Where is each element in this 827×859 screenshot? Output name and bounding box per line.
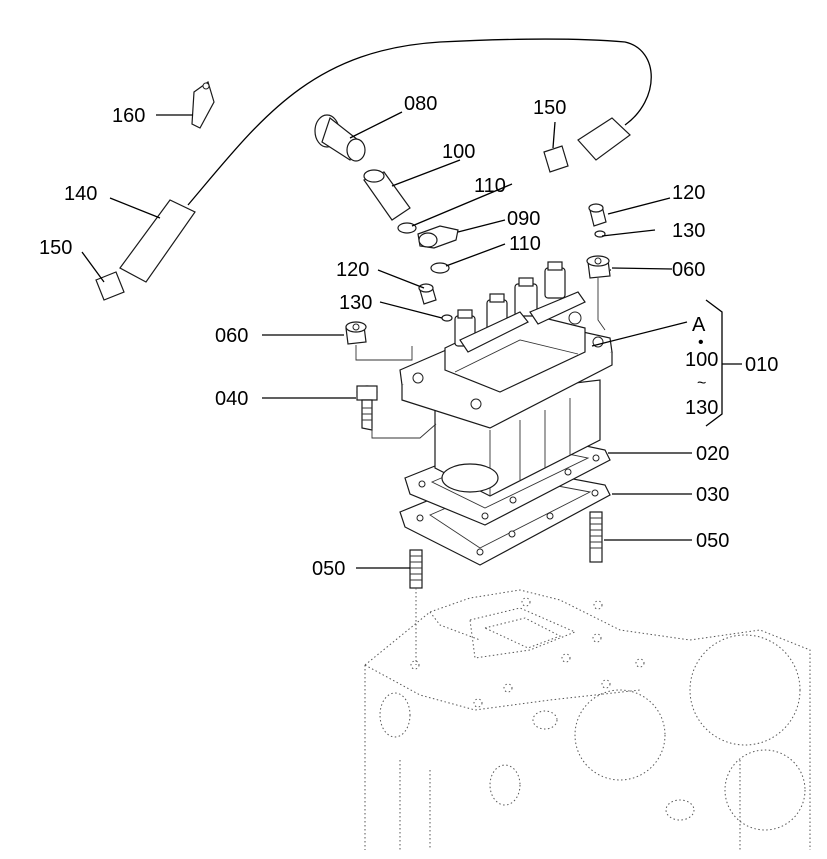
nut-060-right-shape	[586, 255, 611, 279]
fuel-pipe-140-shape	[95, 38, 652, 301]
callout-140: 140	[64, 183, 97, 205]
screw-120-left-shape	[418, 283, 453, 322]
callout-130-right: 130	[672, 220, 705, 242]
bolt-040-shape	[356, 385, 378, 431]
assembly-range-end: 130	[685, 397, 718, 419]
banjo-bolt-080-shape	[314, 114, 366, 162]
callout-110-a: 110	[474, 175, 506, 197]
engine-block	[364, 589, 811, 850]
callout-110-b: 110	[509, 233, 541, 255]
leader-lines	[81, 111, 742, 569]
screw-120-right-shape	[588, 203, 607, 238]
assembly-bullet: •	[698, 334, 704, 351]
callout-150-left: 150	[39, 237, 72, 259]
callout-labels: 160 080 150 100 140 110 120 090 150 110 …	[39, 93, 729, 580]
washer-110b-shape	[430, 262, 450, 274]
banjo-090-shape	[417, 225, 459, 249]
callout-040: 040	[215, 388, 248, 410]
assembly-group-010: A • 100 ~ 130 010	[685, 314, 778, 419]
callout-080: 080	[404, 93, 437, 115]
washer-110a-shape	[397, 222, 417, 234]
fitting-100-shape	[363, 169, 411, 221]
assembly-number: 010	[745, 354, 778, 376]
callout-030: 030	[696, 484, 729, 506]
callout-120-right: 120	[672, 182, 705, 204]
stud-050-left-shape	[409, 549, 423, 665]
callout-060-right: 060	[672, 259, 705, 281]
callout-050-right: 050	[696, 530, 729, 552]
nut-060-left-shape	[345, 321, 367, 345]
callout-160: 160	[112, 105, 145, 127]
callout-050-left: 050	[312, 558, 345, 580]
callout-120-left: 120	[336, 259, 369, 281]
callout-020: 020	[696, 443, 729, 465]
assembly-range-symbol: ~	[697, 375, 706, 392]
stud-050-right-shape	[589, 511, 603, 563]
callout-090: 090	[507, 208, 540, 230]
callout-150-top: 150	[533, 97, 566, 119]
callout-130-left: 130	[339, 292, 372, 314]
clip-160-shape	[191, 81, 215, 129]
assembly-letter: A	[692, 314, 706, 336]
assembly-range-start: 100	[685, 349, 718, 371]
callout-060-left: 060	[215, 325, 248, 347]
injection-pump	[399, 261, 613, 497]
callout-100-upper: 100	[442, 141, 475, 163]
